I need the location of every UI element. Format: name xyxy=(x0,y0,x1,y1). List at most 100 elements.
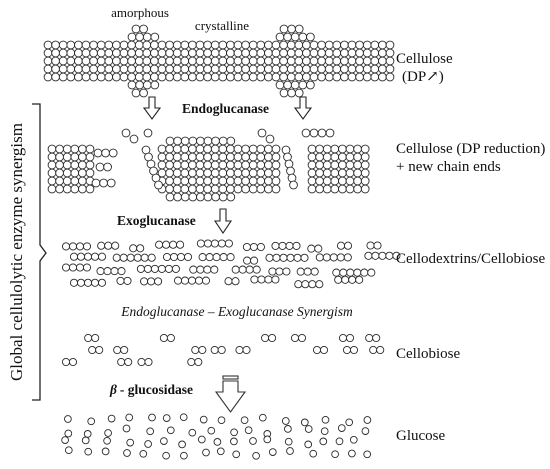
glucose-unit xyxy=(96,72,106,82)
glucose-unit xyxy=(195,144,205,154)
glucose-unit xyxy=(203,184,212,194)
glucose-unit xyxy=(252,451,260,460)
glucose-unit xyxy=(226,136,236,146)
glucose-unit xyxy=(147,253,156,262)
glucose-unit xyxy=(176,240,185,249)
glucose-unit xyxy=(334,275,343,284)
glucose-unit xyxy=(315,160,324,170)
glucose-unit xyxy=(264,72,273,82)
glucose-unit xyxy=(256,144,266,154)
glucose-unit xyxy=(180,176,190,186)
label-global-synergism: Global cellulolytic enzyme synergism xyxy=(7,123,26,381)
glucose-unit xyxy=(103,267,112,276)
glucose-unit xyxy=(345,184,355,194)
glucose-unit xyxy=(121,128,131,138)
glucose-unit xyxy=(101,447,110,456)
glucose-unit xyxy=(336,253,345,262)
glucose-unit xyxy=(271,72,281,82)
glucose-unit xyxy=(353,168,362,178)
glucose-unit xyxy=(340,72,349,82)
glucose-unit xyxy=(263,435,272,444)
glucose-unit xyxy=(371,251,380,260)
glucose-unit xyxy=(324,40,334,50)
glucose-unit xyxy=(127,56,136,66)
glucose-unit xyxy=(362,64,372,74)
glucose-unit xyxy=(68,263,78,272)
glucose-unit xyxy=(363,450,372,459)
glucose-unit xyxy=(378,251,387,260)
glucose-unit xyxy=(207,426,216,435)
glucose-unit xyxy=(218,136,228,146)
glucose-unit xyxy=(248,56,258,66)
glucose-unit xyxy=(296,267,305,276)
glucose-unit xyxy=(172,40,182,50)
glucose-unit xyxy=(187,357,196,367)
glucose-unit xyxy=(66,72,76,82)
glucose-unit xyxy=(248,176,258,186)
glucose-unit xyxy=(124,357,133,367)
glucose-unit xyxy=(271,56,281,66)
glucose-unit xyxy=(281,145,291,155)
glucose-unit xyxy=(347,64,357,74)
glucose-unit xyxy=(218,48,228,58)
glucose-unit xyxy=(117,267,126,276)
glucose-unit xyxy=(248,152,258,162)
glucose-unit xyxy=(150,40,159,50)
glucose-unit xyxy=(275,80,285,90)
glucose-unit xyxy=(325,128,335,138)
glucose-unit xyxy=(210,160,220,170)
glucose-unit xyxy=(279,48,288,58)
endoglucanase-arrow-right xyxy=(293,96,313,120)
glucose-unit xyxy=(81,64,91,74)
glucose-unit xyxy=(256,184,266,194)
glucose-unit xyxy=(385,64,395,74)
glucose-unit xyxy=(233,184,243,194)
glucose-unit xyxy=(95,162,105,172)
glucose-unit xyxy=(81,72,91,82)
glucose-unit xyxy=(142,40,152,50)
glucose-unit xyxy=(347,56,357,66)
glucose-unit xyxy=(180,451,188,460)
glucose-unit xyxy=(160,437,168,445)
glucose-unit xyxy=(180,144,190,154)
glucose-unit xyxy=(146,427,155,436)
glucose-unit xyxy=(241,184,250,194)
glucose-unit xyxy=(226,253,235,262)
glucose-unit xyxy=(142,72,152,82)
glucose-unit xyxy=(95,345,104,355)
glucose-unit xyxy=(196,192,205,202)
glucose-unit xyxy=(180,64,190,74)
glucose-unit xyxy=(340,48,349,58)
glucose-unit xyxy=(286,64,296,74)
glucose-unit xyxy=(271,160,281,170)
glucose-unit xyxy=(315,168,324,178)
glucose-unit xyxy=(330,184,340,194)
glucose-unit xyxy=(217,345,226,355)
glucose-unit xyxy=(322,176,332,186)
glucose-unit xyxy=(85,168,95,178)
glucose-unit xyxy=(315,253,324,262)
glucose-unit xyxy=(345,152,355,162)
glucose-unit xyxy=(75,242,85,251)
glucose-unit xyxy=(309,40,319,50)
glucose-unit xyxy=(353,184,362,194)
glucose-unit xyxy=(196,265,205,274)
glucose-unit xyxy=(150,56,159,66)
glucose-unit xyxy=(226,168,235,178)
glucose-unit xyxy=(169,252,179,262)
glucose-unit xyxy=(47,160,57,170)
glucose-unit xyxy=(165,152,174,162)
glucose-unit xyxy=(240,416,249,425)
glucose-unit xyxy=(157,40,167,50)
glucose-unit xyxy=(392,251,401,260)
glucose-unit xyxy=(112,40,121,50)
glucose-unit xyxy=(196,136,205,146)
glucose-unit xyxy=(64,415,72,423)
glucose-unit xyxy=(47,152,57,162)
glucose-unit xyxy=(230,428,238,437)
glucose-unit xyxy=(58,72,68,82)
glucose-unit xyxy=(244,426,253,435)
glucose-unit xyxy=(76,252,86,261)
glucose-unit xyxy=(341,275,350,284)
glucose-unit xyxy=(89,64,98,74)
